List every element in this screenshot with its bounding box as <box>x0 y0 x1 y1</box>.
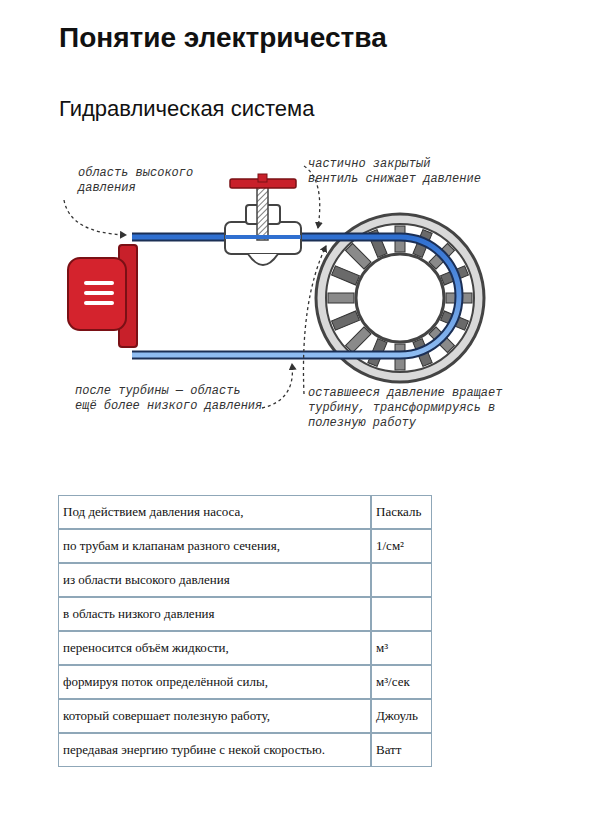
table-cell: Ватт <box>371 733 432 767</box>
table-cell <box>371 563 432 597</box>
table-cell: формируя поток определённой силы, <box>58 665 371 699</box>
valve <box>225 174 301 265</box>
table-cell <box>371 597 432 631</box>
table-cell: 1/см² <box>371 529 432 563</box>
table-text: Паскаль <box>376 504 421 519</box>
table-text: переносится объём жидкости, <box>63 640 229 655</box>
table-text: 1/см² <box>376 538 404 553</box>
table-text: формируя поток определённой силы, <box>63 674 268 689</box>
section-heading: Гидравлическая система <box>59 96 314 122</box>
table-text: Ватт <box>376 742 401 757</box>
callout-note: область высокого давления <box>78 166 202 196</box>
table-cell: м³ <box>371 631 432 665</box>
turbine-blade <box>346 327 371 352</box>
table-cell: по трубам и клапанам разного сечения, <box>58 529 371 563</box>
turbine-blade <box>332 266 360 285</box>
table-cell: переносится объём жидкости, <box>58 631 371 665</box>
table-cell: Джоуль <box>371 699 432 733</box>
callout-note: после турбины — область ещё более низког… <box>75 384 265 414</box>
page-title: Понятие электричества <box>59 22 387 54</box>
table-text: в область низкого давления <box>63 606 215 621</box>
table-cell: из области высокого давления <box>58 563 371 597</box>
table-cell: Паскаль <box>371 495 432 529</box>
callout-note: частично закрытый вентиль снижает давлен… <box>308 157 484 187</box>
table-text: по трубам и клапанам разного сечения, <box>63 538 280 553</box>
table-text: м³/сек <box>376 674 410 689</box>
table-text: м³ <box>376 640 388 655</box>
table-text: Джоуль <box>376 708 418 723</box>
table-text: передавая энергию турбине с некой скорос… <box>63 742 325 757</box>
table-cell: в область низкого давления <box>58 597 371 631</box>
turbine-blade <box>332 311 360 330</box>
table-cell: который совершает полезную работу, <box>58 699 371 733</box>
table-text: из области высокого давления <box>63 572 230 587</box>
callout-note: оставшееся давление вращает турбину, тра… <box>308 386 506 431</box>
table-cell: Под действием давления насоса, <box>58 495 371 529</box>
table-text: который совершает полезную работу, <box>63 708 270 723</box>
turbine-blade <box>328 293 354 303</box>
pump <box>68 245 137 347</box>
turbine-blade <box>346 244 371 269</box>
table-cell: м³/сек <box>371 665 432 699</box>
units-table: Под действием давления насоса, Паскаль по… <box>58 495 432 767</box>
table-text: Под действием давления насоса, <box>63 504 244 519</box>
table-cell: передавая энергию турбине с некой скорос… <box>58 733 371 767</box>
leader-line <box>64 166 326 408</box>
